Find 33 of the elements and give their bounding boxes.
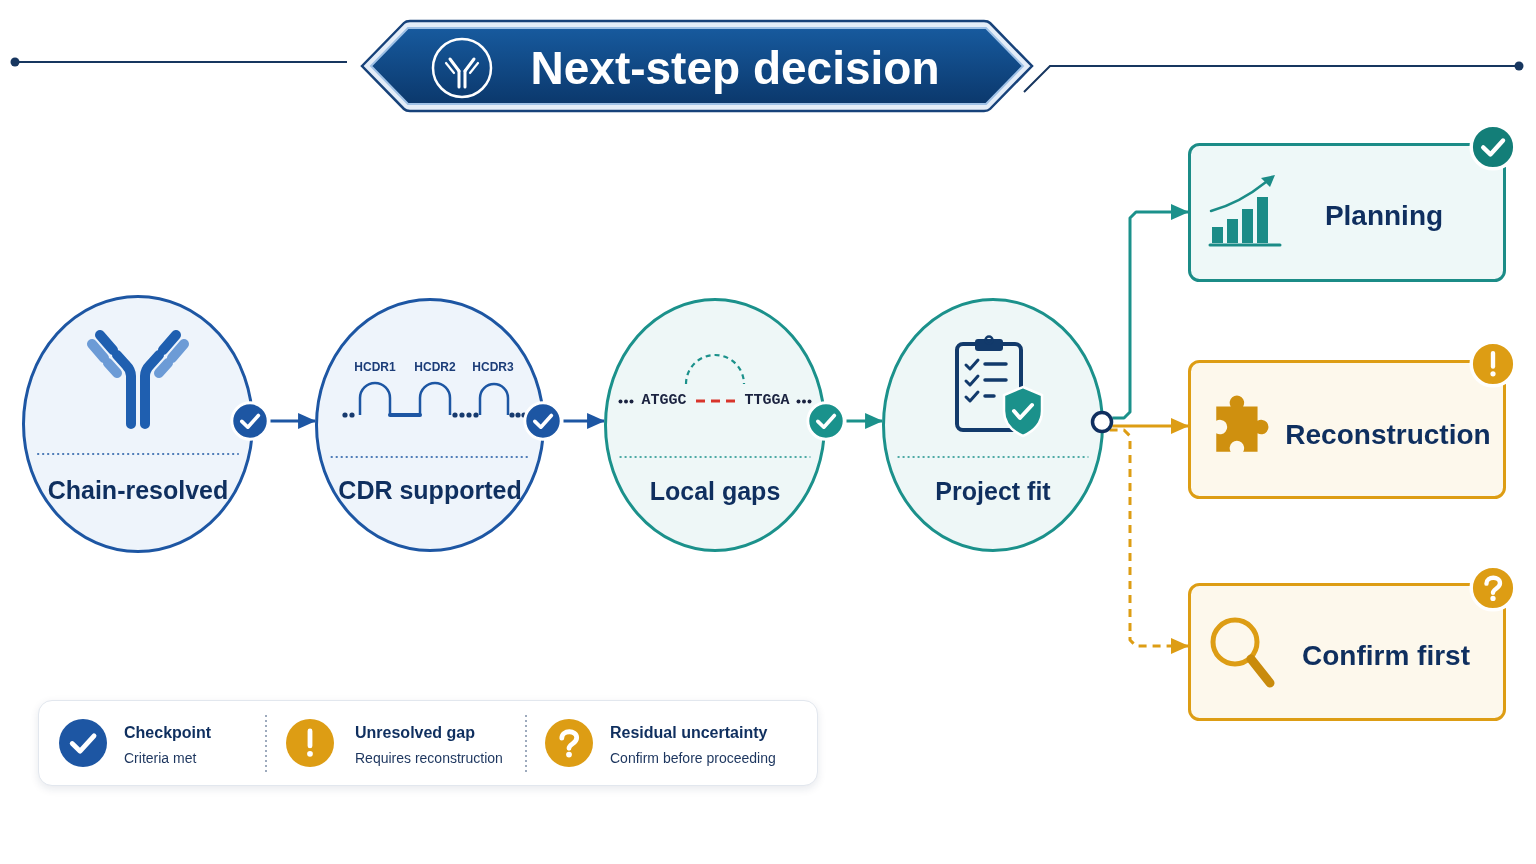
legend-description: Requires reconstruction [355, 749, 503, 767]
junction-node [1091, 411, 1113, 433]
step-label: CDR supported [338, 475, 522, 506]
outcome-label: Confirm first [1302, 639, 1470, 673]
sequence-label: TTGGA [744, 392, 790, 410]
step-label: Chain-resolved [47, 475, 229, 506]
process-circle [882, 298, 1104, 552]
step-label: Project fit [935, 476, 1051, 507]
arrow [846, 413, 884, 429]
region-label: HCDR1 [354, 359, 396, 375]
outcome-card [1188, 143, 1506, 282]
region-label: HCDR2 [414, 359, 456, 375]
legend-description: Criteria met [124, 749, 197, 767]
dashed-arrow [1109, 428, 1189, 654]
process-circle [604, 298, 826, 552]
legend-label: Unresolved gap [355, 723, 476, 743]
process-circle [315, 298, 545, 552]
arrow [563, 413, 606, 429]
step-label: Local gaps [649, 476, 781, 507]
outcome-card [1188, 360, 1506, 499]
process-circle [22, 295, 254, 553]
arrow [1112, 204, 1189, 420]
title: Next-step decision [530, 41, 940, 95]
outcome-label: Reconstruction [1285, 418, 1491, 452]
legend-label: Checkpoint [124, 723, 212, 743]
outcome-label: Planning [1324, 199, 1444, 233]
region-label: HCDR3 [472, 359, 514, 375]
outcome-card [1188, 583, 1506, 721]
arrow [270, 413, 317, 429]
legend-description: Confirm before proceeding [610, 749, 776, 767]
legend-label: Residual uncertainty [610, 723, 768, 743]
sequence-label: ATGGC [641, 392, 687, 410]
arrow [1112, 418, 1189, 434]
